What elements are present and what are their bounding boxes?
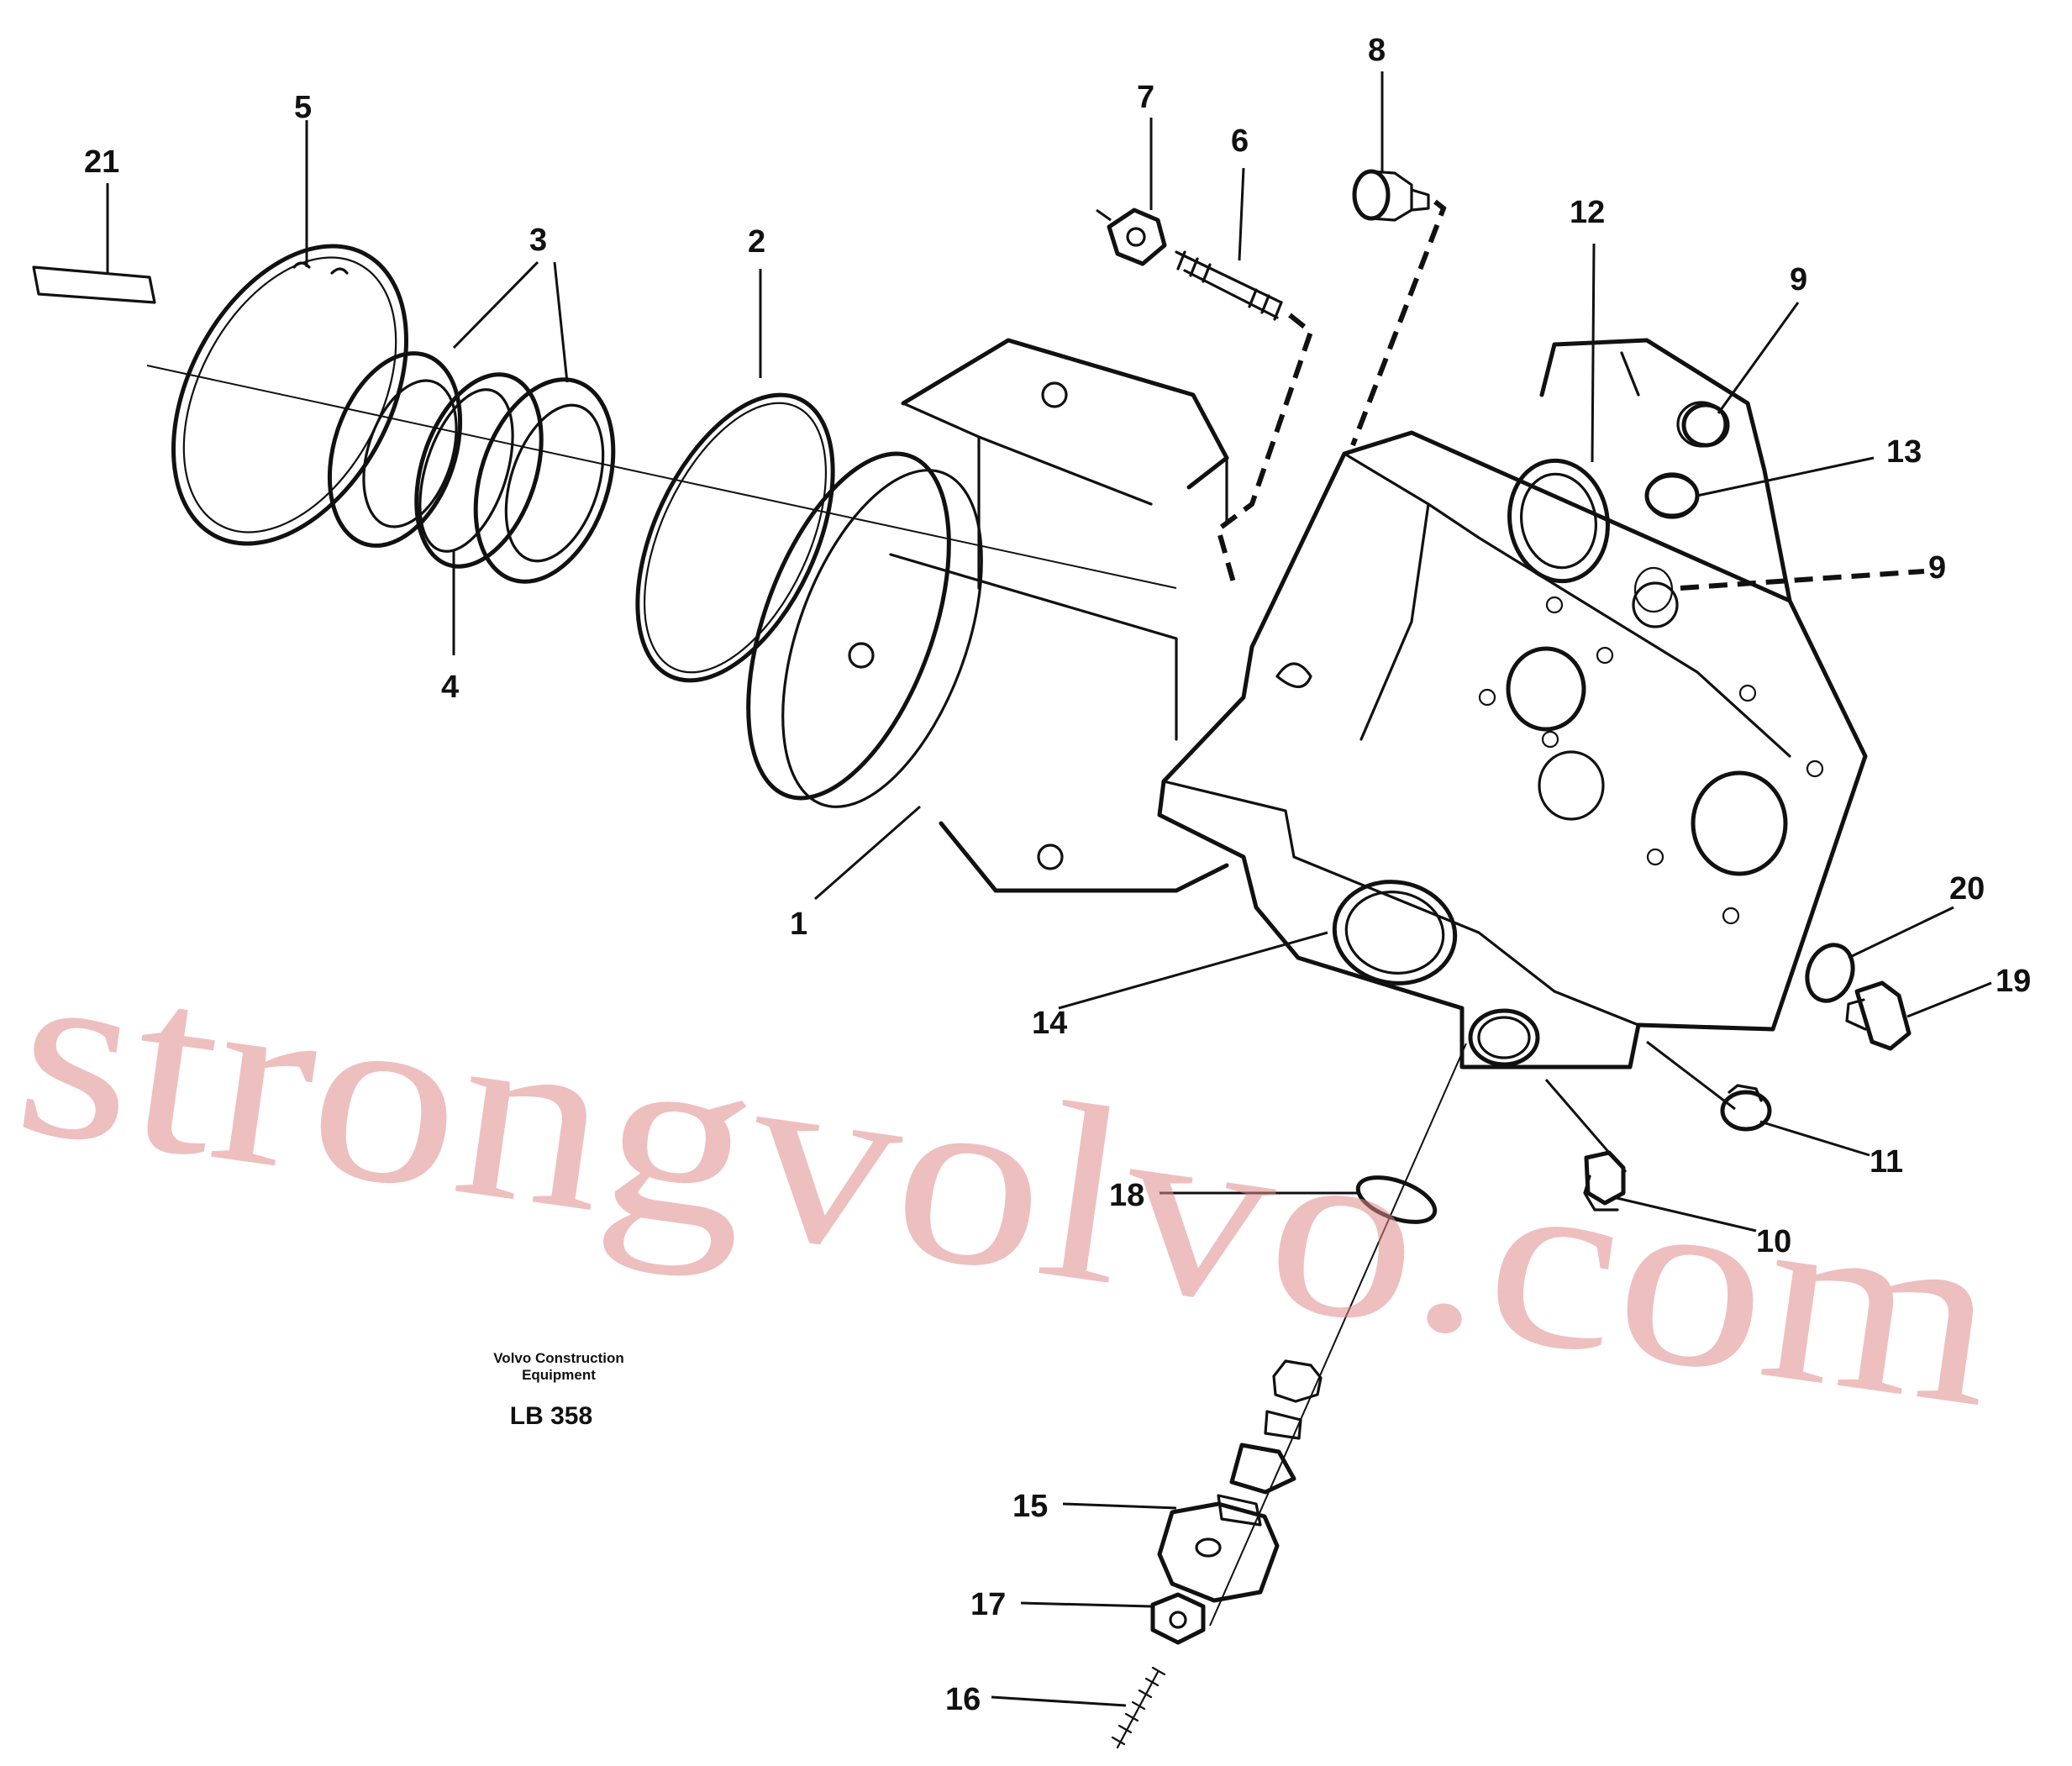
part-6-screw — [1175, 250, 1283, 321]
callout-5: 5 — [294, 90, 312, 125]
callout-18: 18 — [1109, 1178, 1144, 1213]
callout-14: 14 — [1032, 1006, 1067, 1041]
part-16-spring — [1111, 1666, 1166, 1749]
callout-3: 3 — [529, 223, 547, 258]
callout-8: 8 — [1368, 33, 1386, 68]
callout-11: 11 — [1870, 1144, 1903, 1180]
assembly-path-6 — [1215, 313, 1314, 589]
callout-4: 4 — [441, 670, 459, 705]
part-20-seal — [1805, 943, 1855, 1003]
part-11-plug — [1720, 1084, 1772, 1132]
callout-1: 1 — [790, 907, 807, 942]
callout-15: 15 — [1012, 1489, 1048, 1524]
part-4-ring — [418, 388, 514, 553]
part-13-o-ring — [1644, 473, 1700, 518]
callout-17: 17 — [970, 1587, 1006, 1622]
callout-7: 7 — [1137, 80, 1154, 115]
assembly-path-8 — [1350, 199, 1447, 447]
shaft-axis-line — [146, 365, 1177, 589]
callout-9a: 9 — [1790, 262, 1807, 297]
assembly-path-9 — [1680, 569, 1925, 591]
callout-10: 10 — [1756, 1224, 1791, 1259]
callout-12: 12 — [1570, 195, 1605, 230]
valve-block — [1157, 338, 1868, 1070]
part-9-plug-upper — [1681, 402, 1730, 448]
leader-lines — [106, 71, 1992, 1707]
callout-20: 20 — [1949, 871, 1985, 907]
part-1-housing — [746, 338, 1229, 893]
callout-21: 21 — [84, 145, 119, 180]
part-15-valve — [1157, 1043, 1467, 1627]
part-21-key — [32, 265, 156, 304]
callout-labels: 21 5 3 2 4 7 6 8 12 9 13 9 1 14 20 19 11… — [84, 33, 2031, 1717]
part-3-seal-rings — [327, 351, 616, 584]
callout-2: 2 — [748, 224, 765, 260]
callout-16: 16 — [945, 1682, 981, 1717]
callout-6: 6 — [1231, 124, 1249, 159]
caption-drawing-code: LB 358 — [510, 1402, 592, 1430]
caption-manufacturer-line2: Equipment — [522, 1367, 596, 1383]
drawing-caption: Volvo Construction Equipment LB 358 — [493, 1350, 624, 1430]
callout-13: 13 — [1886, 434, 1922, 470]
part-5-circlip — [171, 244, 409, 546]
watermark-text: strongvolvo.com — [3, 907, 2013, 1460]
callout-19: 19 — [1996, 964, 2031, 999]
part-7-nut — [1096, 208, 1167, 266]
caption-manufacturer-line1: Volvo Construction — [493, 1350, 624, 1366]
part-8-plug — [1352, 169, 1430, 222]
part-2-o-ring — [635, 392, 835, 683]
part-19-plug — [1845, 980, 1912, 1051]
part-17-nut — [1150, 1592, 1206, 1645]
part-9-plug-hidden — [1633, 566, 1674, 613]
callout-9b: 9 — [1928, 550, 1946, 586]
